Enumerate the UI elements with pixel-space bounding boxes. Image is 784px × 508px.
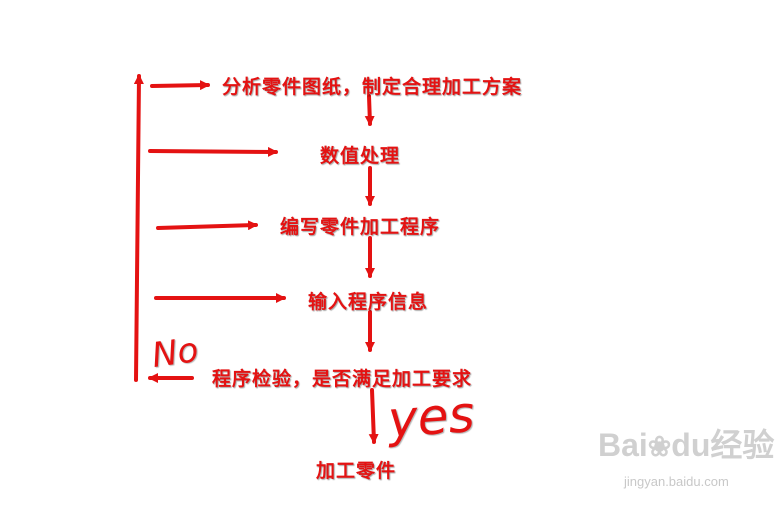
- step-3-write-program: 编写零件加工程序: [280, 216, 441, 238]
- watermark-url: jingyan.baidu.com: [624, 474, 729, 489]
- yes-label: yes: [386, 385, 477, 449]
- arrow-down-1: [364, 94, 375, 126]
- arrow-to-step-2: [148, 146, 278, 157]
- watermark-brand-jingyan: 经验: [710, 427, 775, 463]
- arrow-to-step-1: [150, 80, 210, 91]
- baidu-jingyan-watermark: Bai❀du经验: [598, 420, 774, 466]
- arrow-down-5: [368, 388, 379, 444]
- step-4-input-program: 输入程序信息: [308, 291, 429, 313]
- step-6-machine-part: 加工零件: [316, 460, 397, 482]
- watermark-brand: Bai: [598, 427, 648, 463]
- arrow-to-step-3: [156, 220, 258, 231]
- step-5-check-program: 程序检验，是否满足加工要求: [212, 368, 473, 390]
- feedback-line: [133, 74, 144, 382]
- step-1-analyze: 分析零件图纸，制定合理加工方案: [222, 76, 523, 98]
- watermark-brand-du: du: [671, 427, 711, 463]
- paw-icon: ❀: [647, 431, 672, 462]
- no-label: No: [149, 329, 201, 377]
- step-2-numeric-processing: 数值处理: [320, 145, 401, 167]
